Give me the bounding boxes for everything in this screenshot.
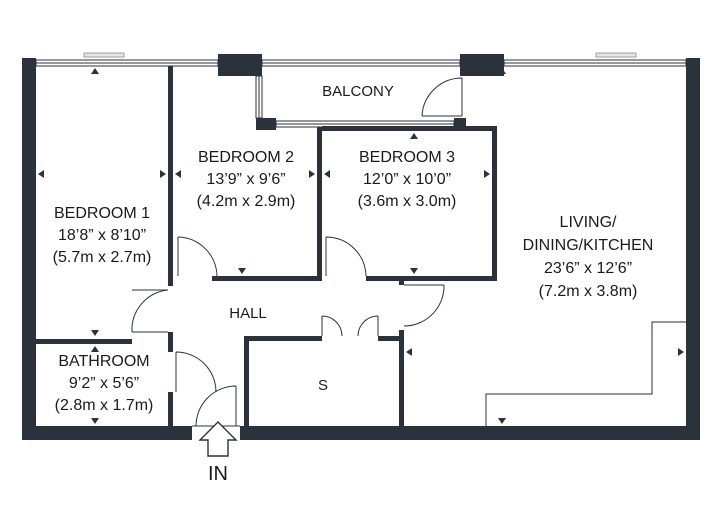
arrow-bed3-left <box>324 170 330 178</box>
bedroom1-name: BEDROOM 1 <box>54 205 150 222</box>
bedroom3-imperial: 12’0” x 10’0” <box>363 171 451 188</box>
door-store-right <box>357 315 379 337</box>
arrow-bed2-bottom <box>238 268 246 274</box>
living-name-line1: LIVING/ <box>560 214 617 231</box>
bathroom-imperial: 9’2” x 5’6” <box>69 375 139 392</box>
arrow-living-left <box>406 348 412 356</box>
arrow-living-right <box>678 348 684 356</box>
south-wall-left <box>22 426 192 440</box>
sill-living <box>595 52 637 58</box>
living-name-line2: DINING/KITCHEN <box>523 237 654 254</box>
door-balcony <box>421 77 463 117</box>
door-bedroom2 <box>177 236 218 277</box>
arrow-bed2-top <box>238 68 246 74</box>
arrow-bath-bottom <box>91 418 99 424</box>
wall-bathroom-top <box>36 339 132 344</box>
wall-bathroom-right <box>168 392 173 426</box>
hall-name: HALL <box>229 305 267 322</box>
south-wall-right <box>240 426 700 440</box>
arrow-bed1-bottom <box>91 330 99 336</box>
nw-corner <box>22 58 36 66</box>
interior-walls <box>36 66 497 426</box>
balcony-name: BALCONY <box>322 83 394 100</box>
arrow-bed1-top <box>91 68 99 74</box>
bathroom-metric: (2.8m x 1.7m) <box>55 397 154 414</box>
door-store-left <box>321 315 343 337</box>
bedroom3-name: BEDROOM 3 <box>359 149 455 166</box>
door-entrance <box>195 385 237 427</box>
wall-bed1-bed2 <box>168 66 173 281</box>
wall-bed3-top <box>322 126 496 131</box>
wall-bed3-bottom <box>366 276 497 281</box>
east-wall <box>686 58 700 440</box>
arrow-bath-top <box>91 346 99 352</box>
door-bathroom <box>175 351 217 393</box>
wall-store-left <box>244 336 249 426</box>
west-wall <box>22 58 36 440</box>
arrow-bed3-top <box>410 133 418 139</box>
arrow-bed1-left <box>38 170 44 178</box>
wall-store-top-left <box>244 336 322 341</box>
living-metric: (7.2m x 3.8m) <box>539 283 638 300</box>
room-labels: BEDROOM 1 18’8” x 8’10” (5.7m x 2.7m) BE… <box>53 83 654 485</box>
wall-bed2-bed3 <box>317 127 322 281</box>
arrow-living-bottom <box>498 418 506 424</box>
arrow-living-top <box>498 68 506 74</box>
exterior-walls <box>22 54 700 440</box>
bedroom2-metric: (4.2m x 2.9m) <box>197 193 296 210</box>
living-imperial: 23’6” x 12’6” <box>544 260 632 277</box>
entrance-arrow-icon <box>198 421 238 457</box>
door-bedroom1 <box>131 289 169 333</box>
wall-bed3-right <box>492 126 497 281</box>
kitchen-counter <box>485 321 686 426</box>
wall-bed2-bottom <box>212 276 322 281</box>
bedroom1-imperial: 18’8” x 8’10” <box>58 227 146 244</box>
entrance-label: IN <box>208 463 228 485</box>
arrow-bed2-left <box>175 170 181 178</box>
bedroom2-name: BEDROOM 2 <box>198 149 294 166</box>
arrow-bed2-right <box>309 170 315 178</box>
north-pier-left <box>218 54 262 76</box>
storage-name: S <box>318 377 328 394</box>
arrow-bed1-right <box>160 170 166 178</box>
arrow-bed3-bottom <box>410 268 418 274</box>
dimension-markers <box>38 68 684 424</box>
north-pier-right <box>460 54 504 76</box>
door-living <box>403 284 445 327</box>
wall-store-top-right <box>378 336 404 341</box>
wall-store-right <box>399 330 404 426</box>
bedroom2-imperial: 13’9” x 9’6” <box>206 171 285 188</box>
door-bedroom3 <box>325 236 367 277</box>
bedroom3-metric: (3.6m x 3.0m) <box>358 193 457 210</box>
windows <box>35 52 687 128</box>
bathroom-name: BATHROOM <box>58 353 149 370</box>
sill-bedroom1 <box>83 52 125 58</box>
arrow-bed3-right <box>484 170 490 178</box>
balcony-pier-left <box>256 118 276 130</box>
bedroom1-metric: (5.7m x 2.7m) <box>53 249 152 266</box>
